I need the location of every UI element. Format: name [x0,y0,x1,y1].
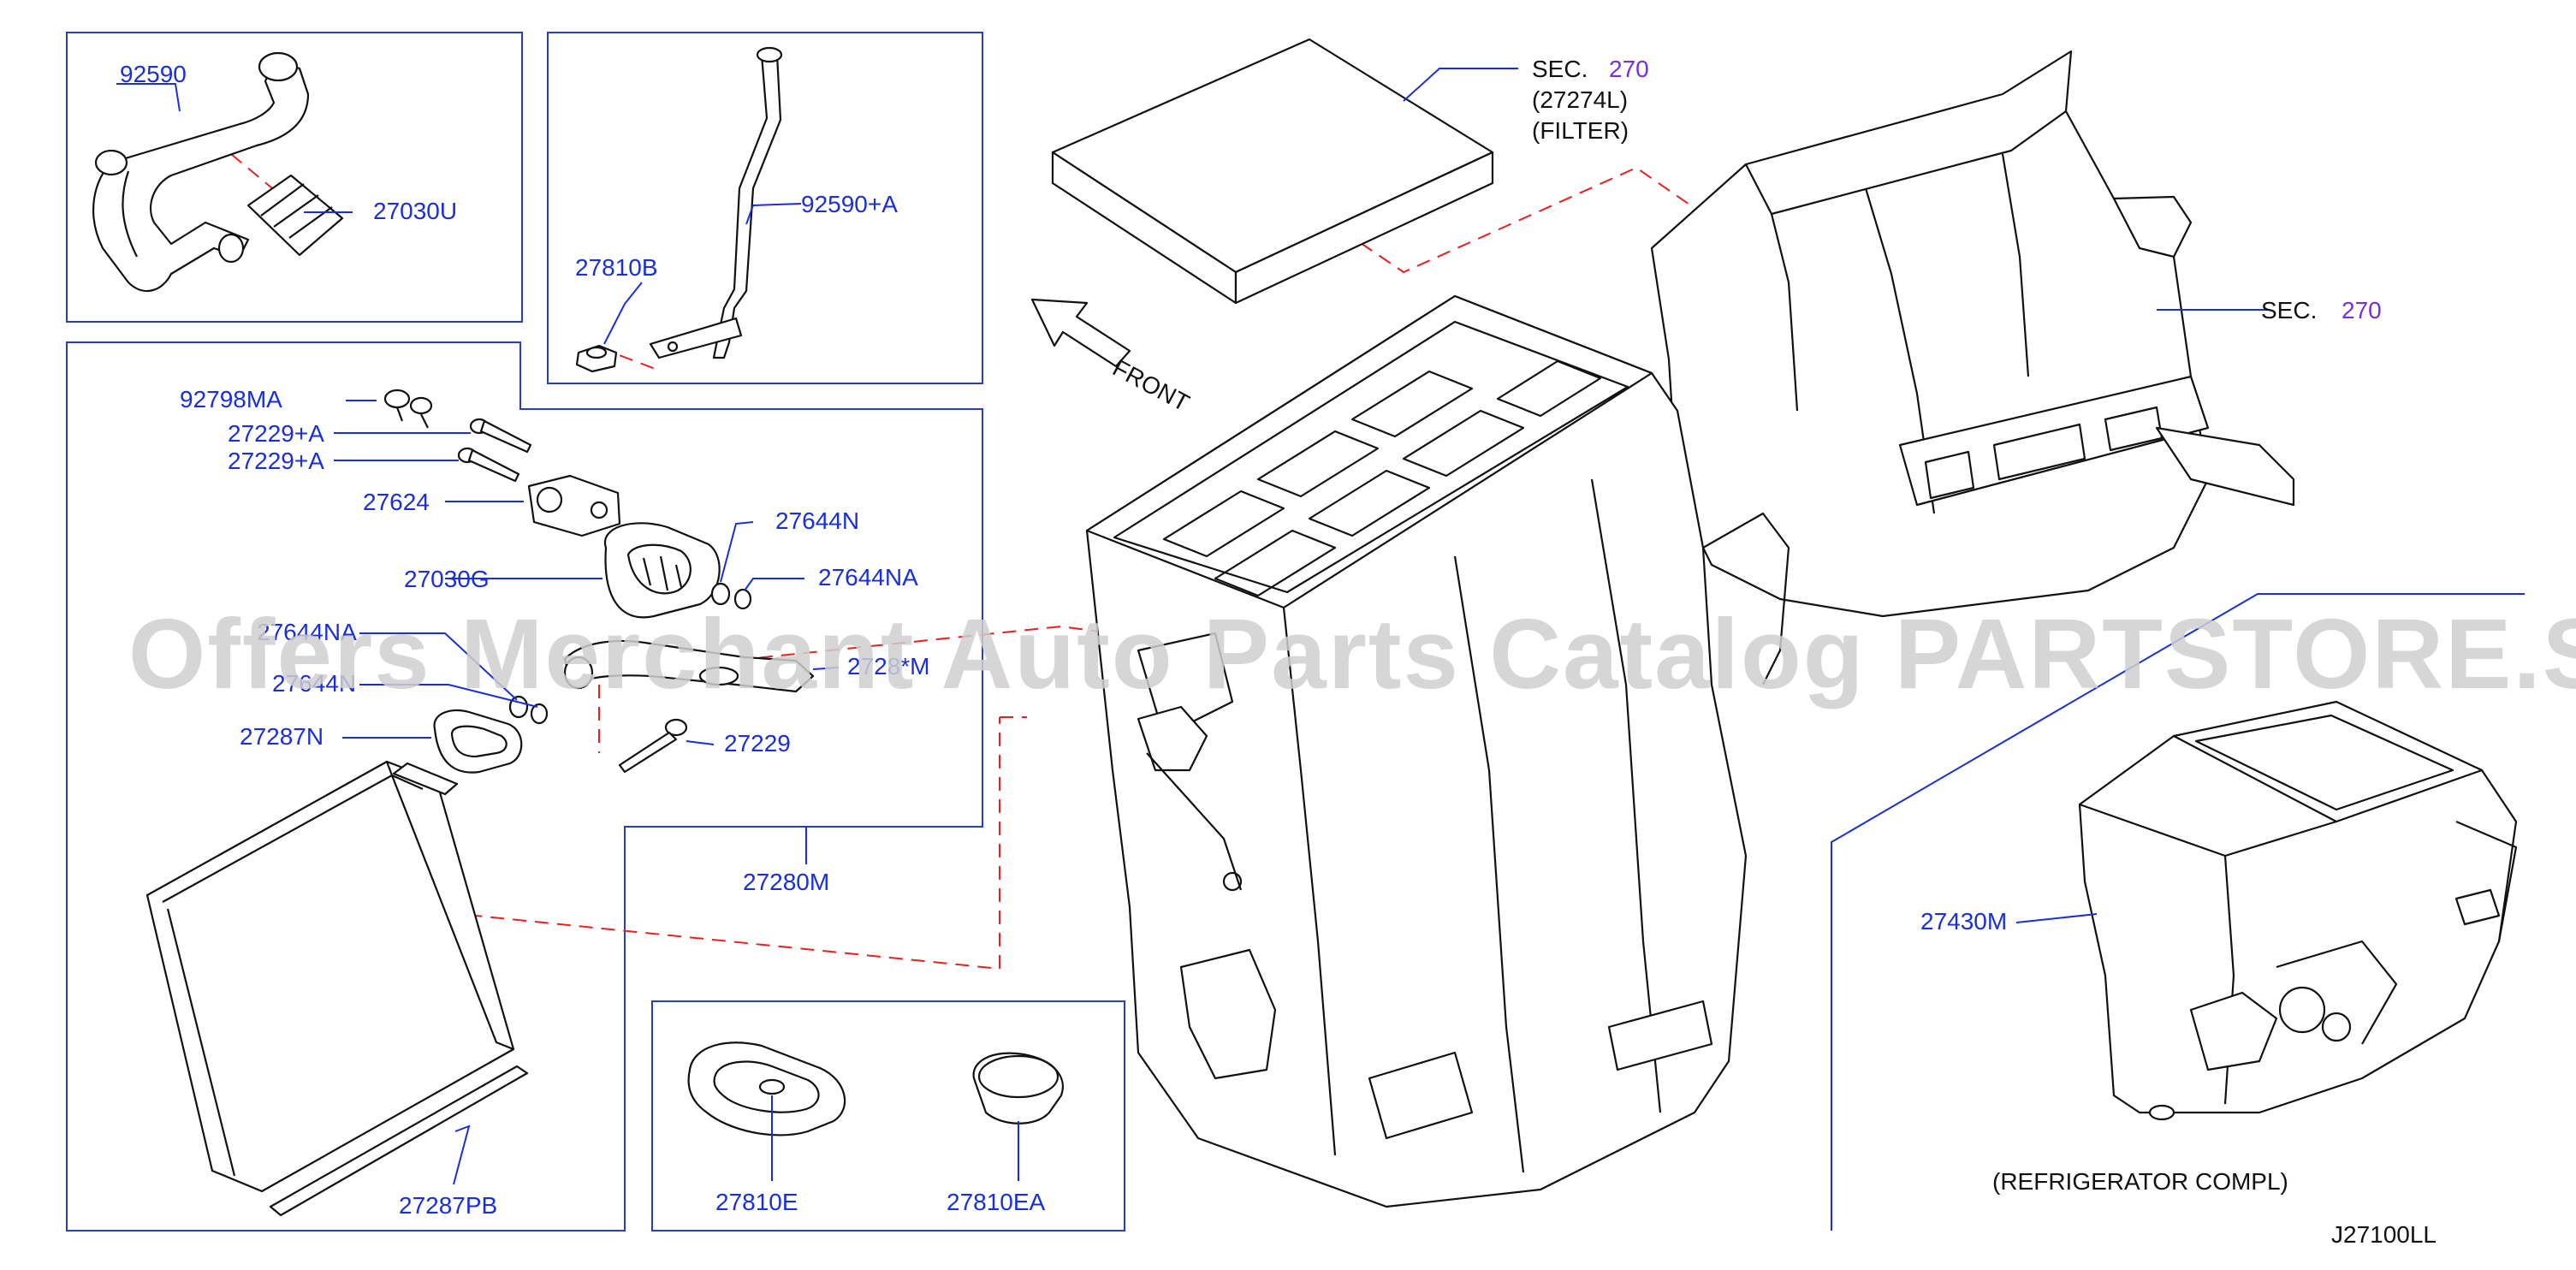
expansion-valve-27624-drawing [527,474,621,537]
seal-strip-27287PB-drawing [269,1065,529,1217]
bolt-27229A-lower-drawing [457,447,520,483]
grommet-27810EA-drawing [972,1052,1064,1125]
part-label-27810E[interactable]: 27810E [715,1189,798,1215]
leader-27644N-2 [359,684,538,708]
part-label-27644NA-2[interactable]: 27644NA [257,619,357,645]
leader-92590 [116,83,181,112]
sec-ref-filter[interactable]: SEC. 270 (27274L) (FILTER) [1532,56,1649,144]
leader-27229 [686,740,715,745]
bolt-27229A-upper-drawing [469,418,532,454]
leader-27644NA [744,578,804,591]
part-label-27287N[interactable]: 27287N [240,723,323,750]
pipe-2728xM-drawing [563,639,815,693]
sec-ref-case[interactable]: SEC. 270 [2261,297,2382,323]
watermark: Offers Merchant Auto Parts Catalog PARTS… [128,598,2576,709]
part-label-27810EA[interactable]: 27810EA [947,1189,1046,1215]
part-label-27229A-2[interactable]: 27229+A [228,448,324,474]
leader-27644NA-2 [359,632,518,701]
leader-evaporator-to-case [357,716,1027,970]
sec-prefix-case: SEC. [2261,297,2317,323]
frame-refrigerator [1831,593,2525,1231]
frame-expansion-valve [66,341,983,1231]
front-label: FRONT [1108,354,1194,417]
seal-27287N-drawing [433,709,523,774]
evaporator-27280M-drawing [145,760,515,1193]
cabin-filter-drawing [1051,38,1494,305]
hose-92590-drawing [92,51,310,292]
part-label-27030G[interactable]: 27030G [404,566,490,592]
part-label-27430M[interactable]: 27430M [1920,908,2007,935]
sec-number-case: 270 [2342,297,2382,323]
part-label-27287PB[interactable]: 27287PB [399,1192,497,1219]
leader-27810B [603,282,643,345]
sec-prefix-filter: SEC. [1532,56,1588,82]
heater-unit-case-drawing [1085,50,2295,1208]
grommet-27810E-drawing [687,1042,846,1136]
part-label-27624[interactable]: 27624 [363,489,430,515]
part-label-92798MA[interactable]: 92798MA [180,386,282,412]
part-label-27280M[interactable]: 27280M [743,869,829,895]
clip-27810B-drawing [575,344,618,373]
part-label-92590[interactable]: 92590 [120,61,187,87]
part-label-27030U[interactable]: 27030U [373,198,457,224]
sec-number-filter: 270 [1609,56,1649,82]
leader-27287PB [453,1125,471,1185]
leader-2728xM [812,667,840,670]
leader-27430M [2015,913,2098,923]
refrigerator-27430M-drawing [2078,700,2518,1121]
part-label-27229[interactable]: 27229 [724,730,791,757]
o-rings-27644N-drawing [710,582,752,610]
frame-grommets [651,1000,1125,1231]
sec-part-filter: (27274L) [1532,86,1628,113]
part-label-27644N[interactable]: 27644N [775,507,859,534]
part-label-27644NA[interactable]: 27644NA [818,564,918,590]
part-label-92590A[interactable]: 92590+A [801,191,898,217]
refrigerator-caption: (REFRIGERATOR COMPL) [1992,1168,2288,1195]
drain-hose-92590A-drawing [649,46,783,359]
leader-27644N [720,521,754,583]
part-label-2728xM[interactable]: 2728*M [847,653,930,680]
part-label-27229A-1[interactable]: 27229+A [228,420,324,447]
bolt-27229-drawing [618,718,688,774]
tape-27030U-drawing [246,174,344,257]
part-label-27810B[interactable]: 27810B [575,254,658,281]
leader-92590A [745,203,802,225]
frame-hose-92590 [66,32,523,323]
bolt-92798MA-drawing [383,389,433,429]
gasket-27030G-drawing [603,522,721,619]
frame-drain-hose [547,32,983,384]
leader-sec-filter [1403,68,1518,102]
sec-desc-filter: (FILTER) [1532,117,1629,144]
diagram-code: J27100LL [2331,1221,2437,1248]
front-arrow-icon [1030,298,1131,368]
part-label-27644N-2[interactable]: 27644N [272,670,356,697]
